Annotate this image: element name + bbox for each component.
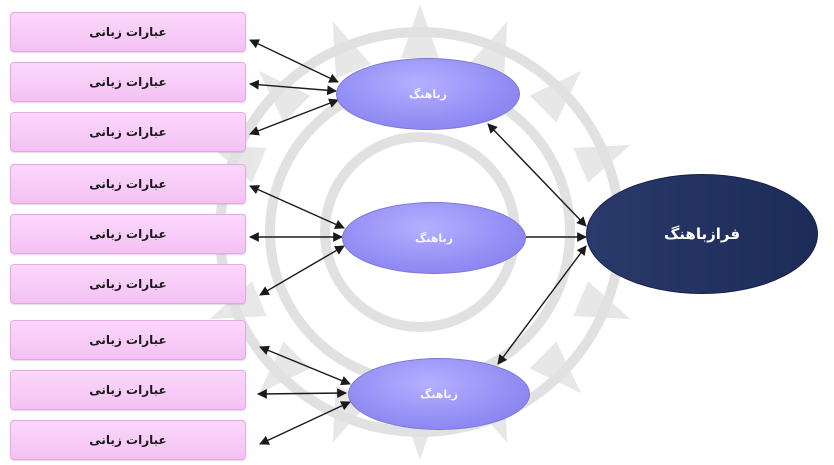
schema-node-label: زباهنگ <box>415 231 453 245</box>
schema-node: زباهنگ <box>342 202 526 274</box>
expression-label: عبارات زبانی <box>89 177 167 191</box>
rosette-petal <box>529 70 582 123</box>
expression-box: عبارات زبانی <box>10 12 246 52</box>
expression-box: عبارات زبانی <box>10 370 246 410</box>
expression-label: عبارات زبانی <box>89 125 167 139</box>
rosette-petal <box>529 341 582 394</box>
expression-label: عبارات زبانی <box>89 277 167 291</box>
connector-arrow <box>259 401 351 445</box>
expression-box: عبارات زبانی <box>10 214 246 254</box>
rosette-petal <box>401 4 439 59</box>
connector-arrow <box>249 39 339 83</box>
expression-label: عبارات زبانی <box>89 227 167 241</box>
connector-arrow <box>497 245 587 365</box>
expression-label: عبارات زبانی <box>89 333 167 347</box>
connector-arrow <box>259 345 351 386</box>
schema-node-label: زباهنگ <box>409 87 447 101</box>
expression-label: عبارات زبانی <box>89 433 167 447</box>
schema-node: زباهنگ <box>336 58 520 130</box>
expression-box: عبارات زبانی <box>10 320 246 360</box>
connector-arrow <box>487 123 587 227</box>
expression-box: عبارات زبانی <box>10 112 246 152</box>
expression-label: عبارات زبانی <box>89 383 167 397</box>
expression-label: عبارات زبانی <box>89 25 167 39</box>
schema-node-label: زباهنگ <box>420 387 458 401</box>
metaschema-node: فرازباهنگ <box>586 174 818 294</box>
expression-box: عبارات زبانی <box>10 62 246 102</box>
expression-box: عبارات زبانی <box>10 164 246 204</box>
rosette-petal <box>209 144 267 183</box>
schema-node: زباهنگ <box>348 358 530 430</box>
expression-box: عبارات زبانی <box>10 420 246 460</box>
connector-arrow <box>249 79 337 96</box>
connector-arrow <box>257 388 347 399</box>
rosette-petal <box>573 144 631 183</box>
metaschema-node-label: فرازباهنگ <box>663 225 741 243</box>
rosette-petal <box>332 21 371 79</box>
expression-box: عبارات زبانی <box>10 264 246 304</box>
expression-label: عبارات زبانی <box>89 75 167 89</box>
connector-arrow <box>249 98 339 136</box>
connector-arrow <box>249 185 345 229</box>
rosette-petal <box>573 281 631 320</box>
connector-arrow <box>259 245 345 296</box>
